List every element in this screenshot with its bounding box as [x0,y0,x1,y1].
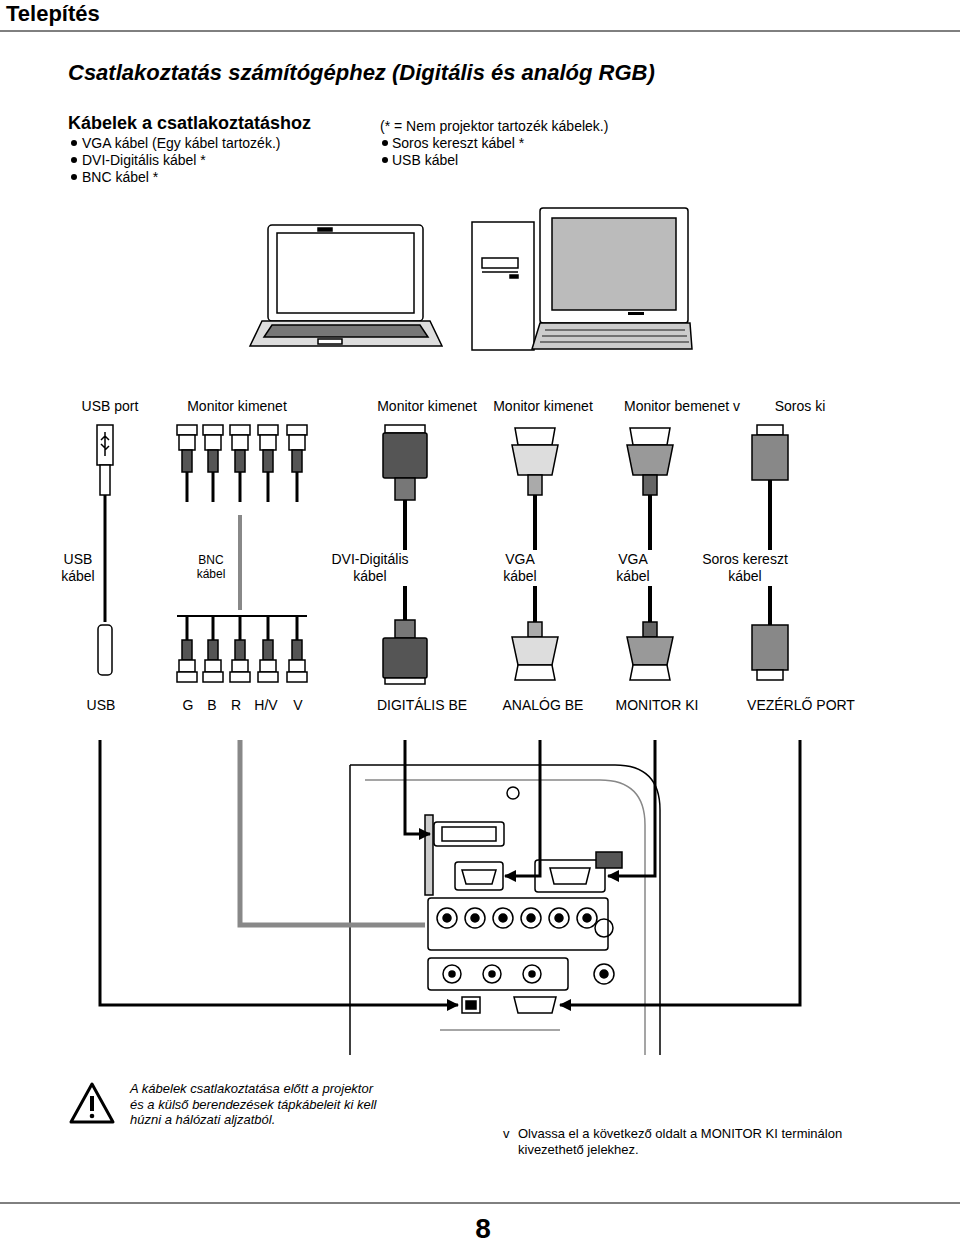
terminal-label: USB [81,697,121,714]
header-rule [0,31,960,32]
connection-wires [100,740,800,1005]
cable-list-item: Soros kereszt kábel * [392,135,524,152]
cable-list-item: DVI-Digitális kábel * [82,152,206,169]
port-label: Soros ki [755,398,845,415]
warning-triangle [71,1084,113,1122]
note-marker: v [503,1126,510,1142]
signal-name: H/V [248,697,284,714]
cable-label: DVI-Digitális kábel [320,550,420,586]
signal-name: V [288,697,308,714]
page-header: Telepítés [6,1,100,27]
page-number: 8 [463,1212,503,1246]
terminal-label: VEZÉRLŐ PORT [731,697,871,714]
cable-list-item: BNC kábel * [82,169,158,186]
cable-label: VGA kábel [495,550,545,586]
cable-label: VGA kábel [608,550,658,586]
port-label: Monitor kimenet [357,398,497,415]
terminal-label: MONITOR KI [602,697,712,714]
footnote: (* = Nem projektor tartozék kábelek.) [380,118,608,135]
terminal-label: DIGITÁLIS BE [362,697,482,714]
port-label: Monitor kimenet [167,398,307,415]
section-heading: Kábelek a csatlakoztatáshoz [68,113,311,135]
projector-terminal-panel [350,765,660,1055]
port-label: Monitor bemenet v [607,398,757,415]
footer-rule [0,1203,960,1204]
cable-list-item: USB kábel [392,152,458,169]
page-title: Csatlakoztatás számítógéphez (Digitális … [68,60,655,86]
port-label: Monitor kimenet [483,398,603,415]
signal-name: B [202,697,222,714]
port-label: USB port [50,398,170,415]
warning-note: A kábelek csatlakoztatása előtt a projek… [130,1081,380,1128]
cable-list-item: VGA kábel (Egy kábel tartozék.) [82,135,280,152]
cable-label: Soros kereszt kábel [690,550,800,586]
signal-name: G [178,697,198,714]
terminal-label: ANALÓG BE [493,697,593,714]
laptop-illustration [250,225,442,346]
signal-name: R [226,697,246,714]
desktop-tower [472,222,534,350]
cable-label: USB kábel [53,550,103,586]
desktop-monitor [532,208,692,349]
note-text: Olvassa el a következő oldalt a MONITOR … [518,1126,858,1157]
cable-label: BNC kábel [189,552,233,583]
bnc-cable [177,425,307,682]
